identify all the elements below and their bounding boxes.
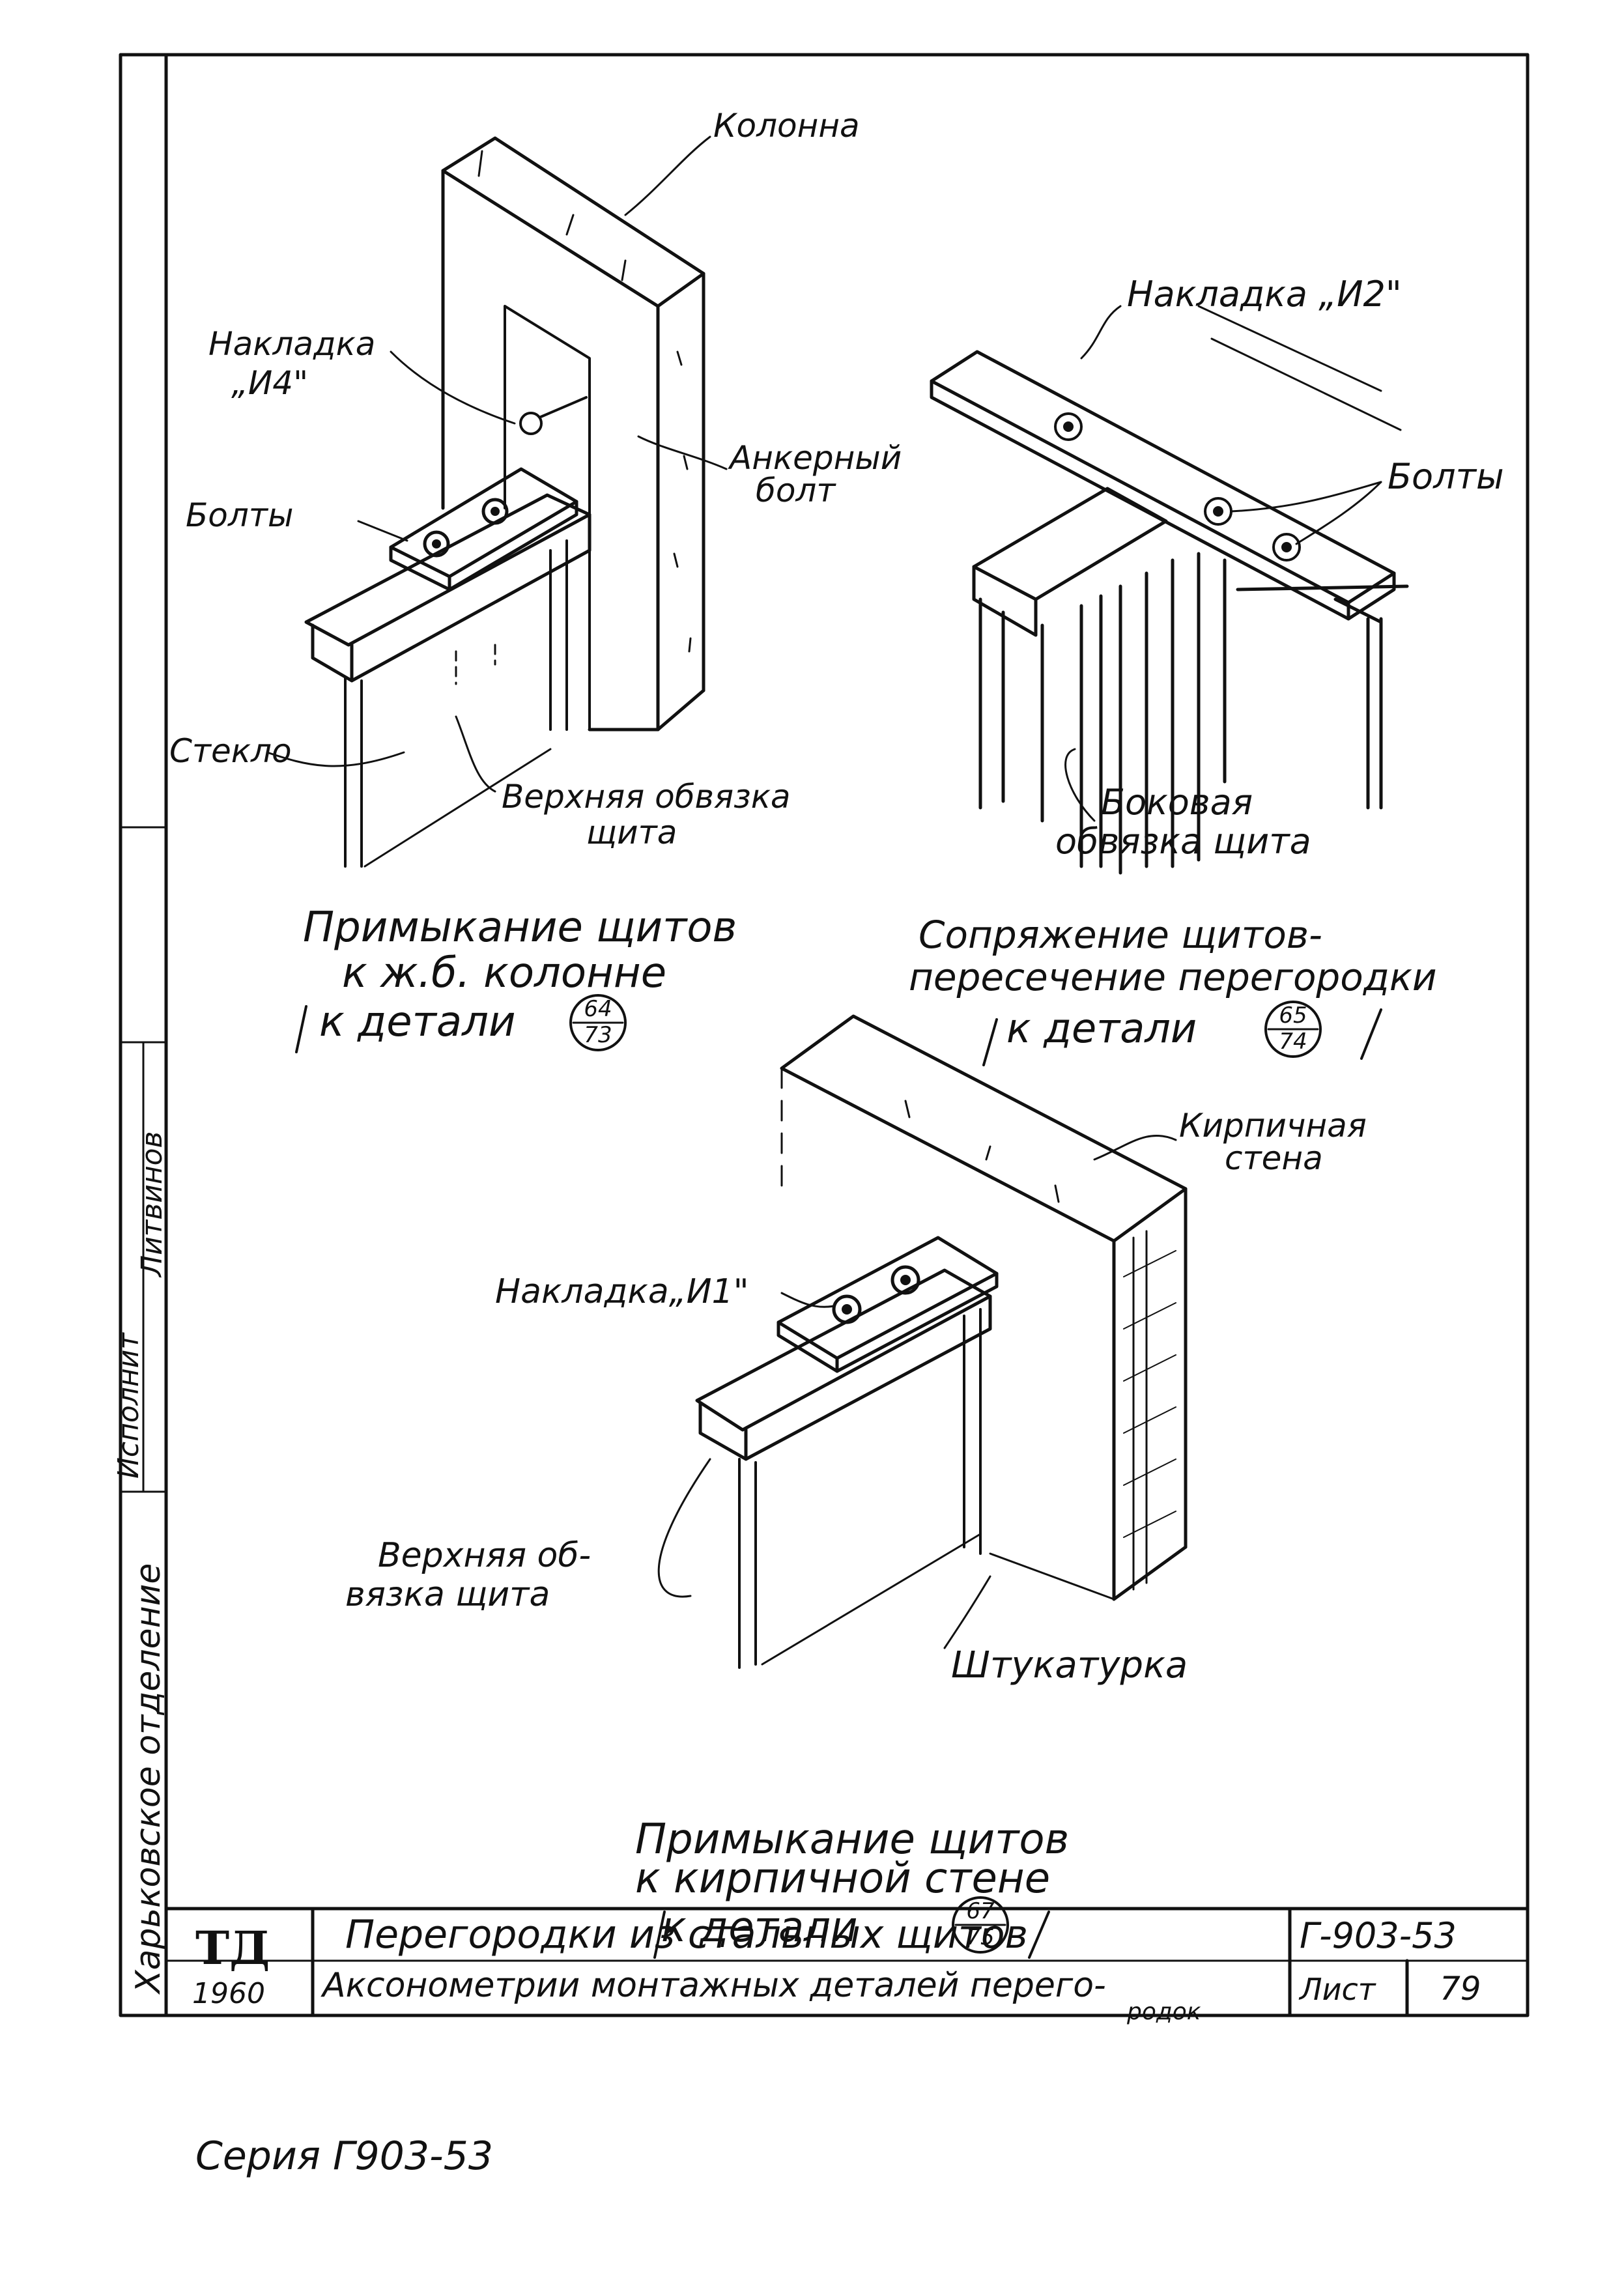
label-nakladka-i4-line1: Накладка	[208, 325, 375, 363]
sheet-frame	[119, 53, 1530, 2017]
view1-ref-top: 64	[584, 996, 612, 1022]
view2-detail-ref: 65 74	[982, 1001, 1382, 1066]
label-steklo: Стекло	[169, 732, 292, 770]
view3-brick-wall-junction: Кирпичная стена Накладка„И1" Верхняя об-…	[345, 1014, 1367, 1959]
label-bokovaya-line1: Боковая	[1101, 782, 1253, 823]
view3-leaders	[657, 1134, 1177, 1649]
label-verkh-obvyazka-line2: щита	[586, 814, 677, 851]
label-nakladka-i2: Накладка „И2"	[1127, 274, 1402, 315]
caption-view1-line1: Примыкание щитов	[303, 903, 737, 952]
view3-ref-bottom: 75	[966, 1924, 994, 1950]
label-nakladka-i1: Накладка„И1"	[495, 1272, 749, 1311]
label-bolty-view2: Болты	[1388, 456, 1504, 497]
view2-panel-intersection: Накладка „И2" Болты Боковая обвязка щита…	[909, 274, 1504, 1066]
caption-view1-line3: к детали	[319, 998, 516, 1046]
caption-view3-line1: Примыкание щитов	[635, 1815, 1069, 1864]
caption-view1-line2: к ж.б. колонне	[342, 949, 666, 997]
view2-cross-beam	[930, 305, 1402, 621]
footer-series: Серия Г903-53	[195, 2133, 493, 2179]
title-block-code: Г-903-53	[1300, 1915, 1457, 1956]
label-shtukaturka: Штукатурка	[951, 1644, 1188, 1686]
view2-leaders	[1064, 305, 1382, 822]
view2-ref-top: 65	[1279, 1003, 1307, 1029]
label-kirpich-line2: стена	[1225, 1139, 1323, 1177]
title-block-org: ТД	[195, 1921, 270, 1975]
view3-ref-top: 67	[966, 1898, 995, 1924]
caption-view2-line3: к детали	[1006, 1004, 1197, 1052]
label-verkh-obvyazka-v3-line2: вязка щита	[345, 1575, 550, 1614]
label-nakladka-i4-line2: „И4"	[231, 364, 308, 402]
view1-detail-ref: 64 73	[295, 994, 627, 1053]
view2-plate-i2	[1054, 412, 1301, 562]
view1-glass-panel	[363, 644, 552, 868]
side-role-label: Исполнит	[112, 1332, 145, 1479]
label-bokovaya-line2: обвязка щита	[1055, 821, 1311, 862]
caption-view3-line2: к кирпичной стене	[635, 1855, 1050, 1903]
caption-view2-line2: пересечение перегородки	[909, 955, 1437, 999]
view3-top-rail	[695, 1268, 1115, 1669]
view1-ref-bottom: 73	[584, 1022, 612, 1048]
view1-plate-i4	[389, 467, 578, 591]
view3-plate-i1	[776, 1236, 999, 1373]
label-ankernyi-line2: болт	[756, 472, 836, 509]
label-kolonna: Колонна	[713, 107, 860, 145]
title-block-sheet-label: Лист	[1298, 1972, 1376, 2007]
title-block-year: 1960	[192, 1977, 265, 2010]
view3-detail-ref: 67 75	[653, 1896, 1050, 1959]
label-bolty-view1: Болты	[186, 496, 293, 534]
title-block-sheet-number: 79	[1440, 1970, 1481, 2008]
title-block-subtitle-line1: Аксонометрии монтажных деталей перего-	[321, 1966, 1106, 2005]
label-verkh-obvyazka-v3-line1: Верхняя об-	[378, 1536, 591, 1575]
view2-channels	[972, 487, 1409, 875]
view1-anchor-bolt	[519, 396, 588, 435]
side-org-label: Харьковское отделение	[129, 1563, 168, 1995]
label-kirpich-line1: Кирпичная	[1179, 1107, 1367, 1145]
view2-ref-bottom: 74	[1279, 1029, 1307, 1055]
view1-leaders	[266, 135, 728, 793]
view1-column-junction: Колонна Накладка „И4" Анкерный болт Болт…	[169, 107, 902, 1053]
label-ankernyi-line1: Анкерный	[728, 439, 902, 477]
caption-view2-line1: Сопряжение щитов-	[919, 913, 1322, 957]
view3-brick-wall	[780, 1014, 1188, 1601]
title-block-title: Перегородки из стальных щитов	[345, 1912, 1028, 1957]
label-verkh-obvyazka-line1: Верхняя обвязка	[502, 778, 791, 816]
title-block-subtitle-line2: родок	[1126, 1999, 1201, 2025]
title-block: ТД 1960 Перегородки из стальных щитов Ак…	[164, 1907, 1530, 2025]
view1-column	[441, 136, 705, 732]
view1-top-rail	[304, 493, 591, 868]
caption-view3-line3: к детали	[661, 1903, 858, 1952]
side-name-label: Литвинов	[135, 1131, 169, 1278]
